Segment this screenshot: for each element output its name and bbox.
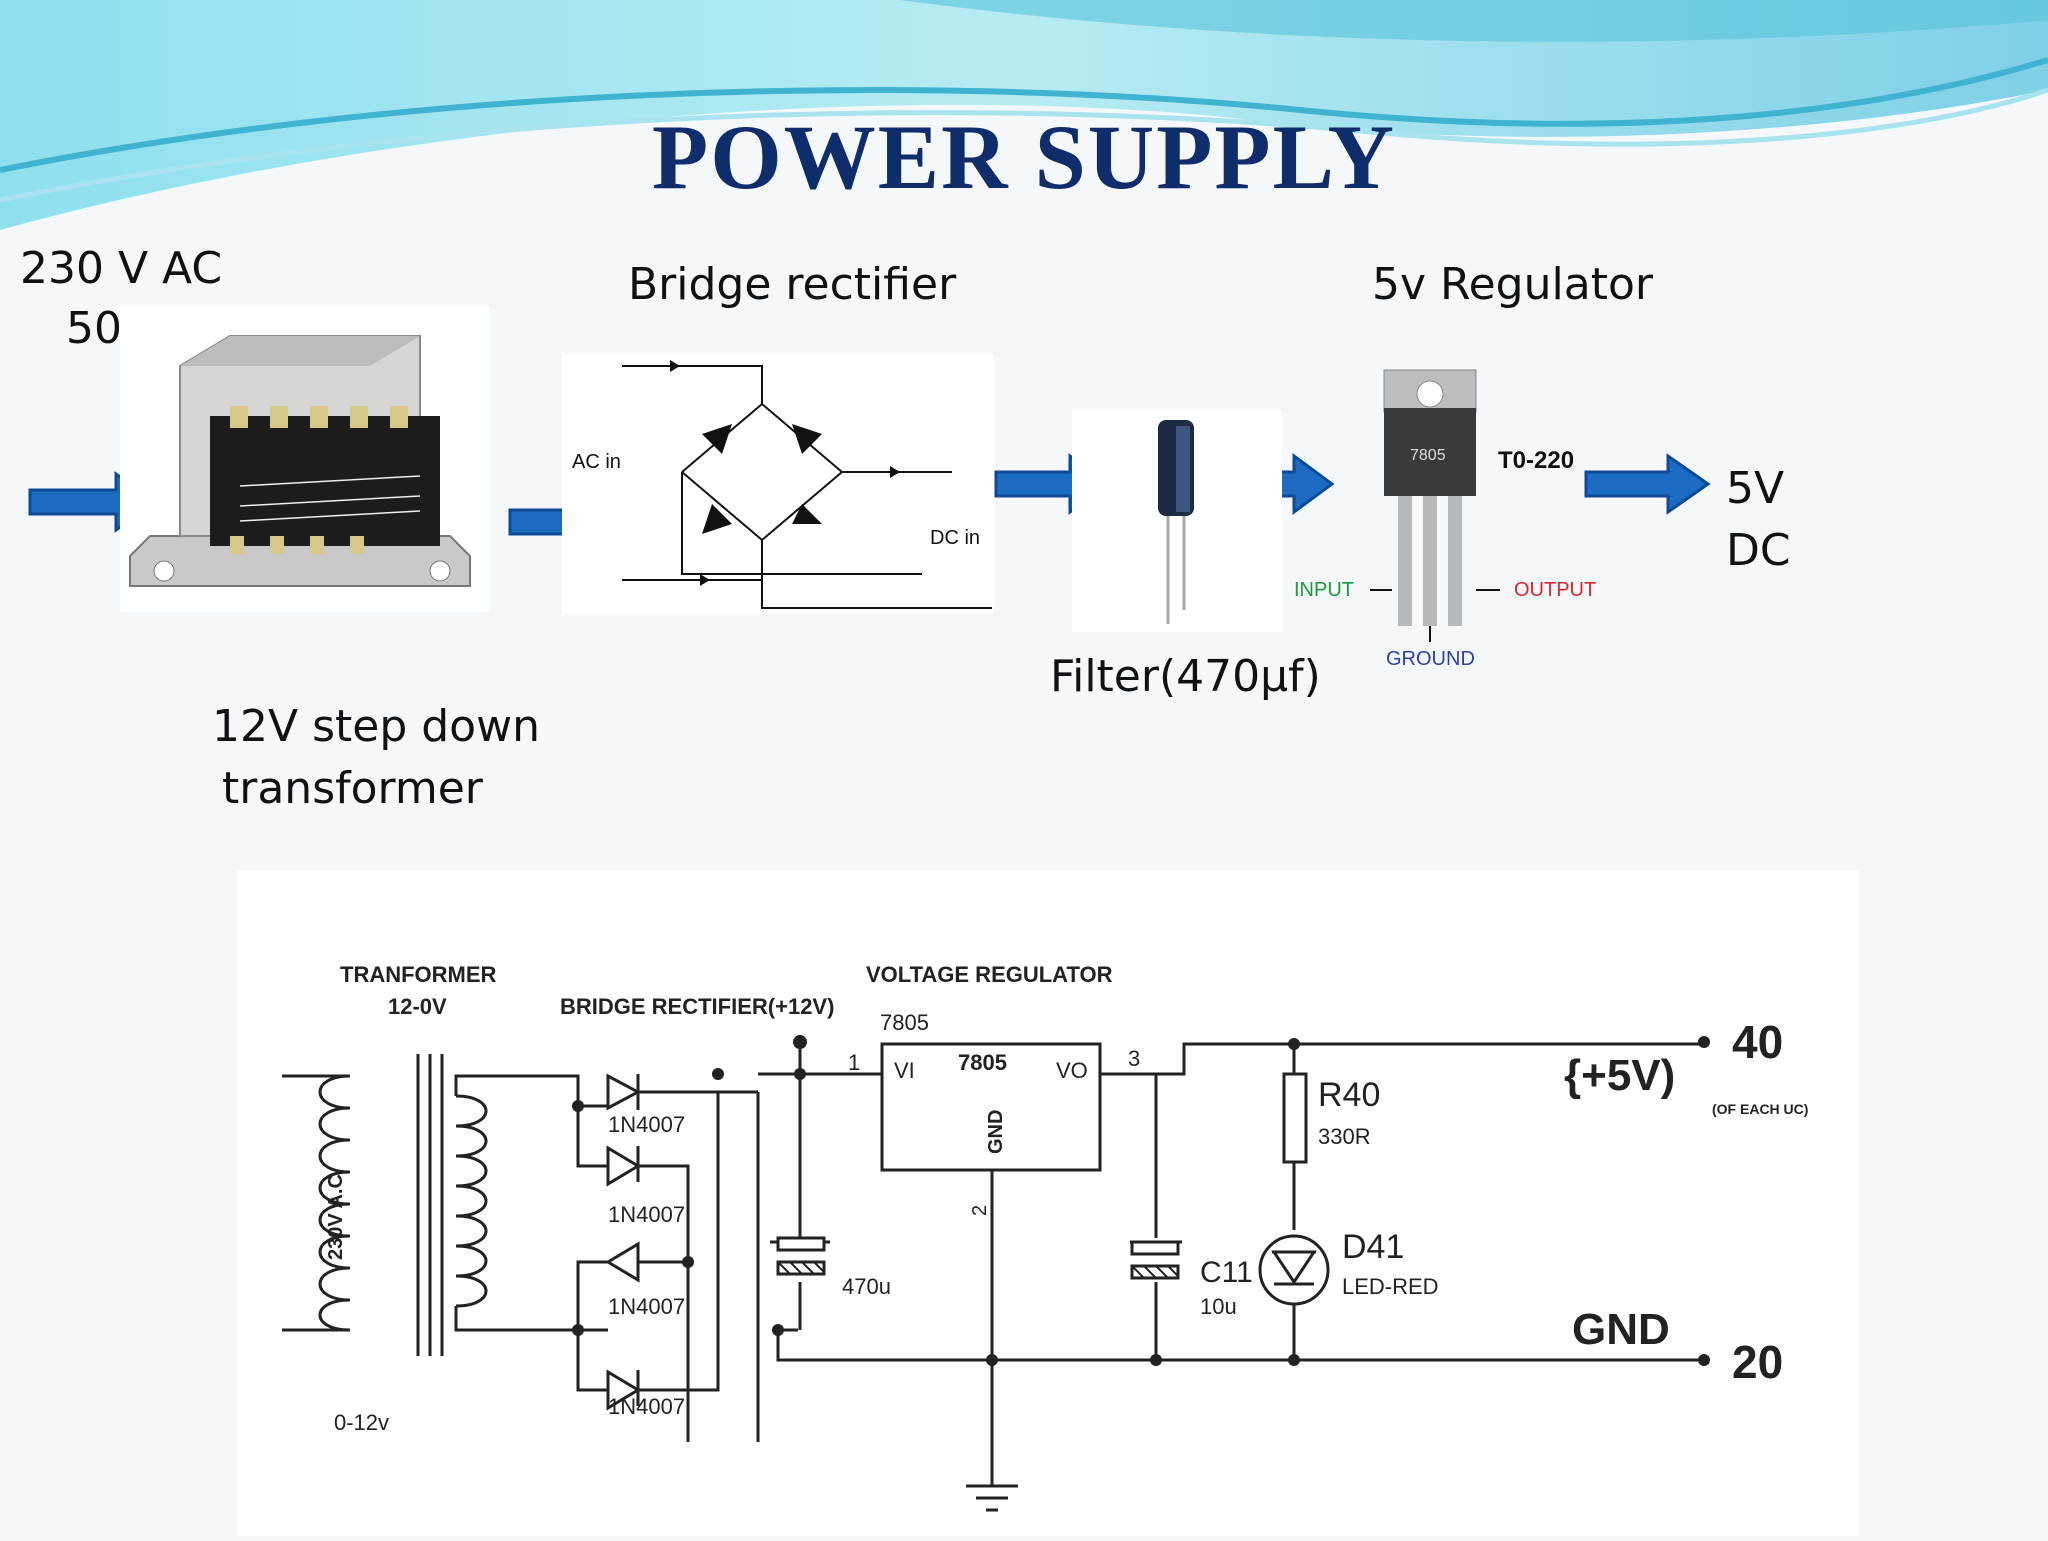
reg-gnd-label: GND (985, 1110, 1007, 1154)
diode-label: 1N4007 (608, 1202, 685, 1227)
d41-value: LED-RED (1342, 1274, 1439, 1299)
diode-label: 1N4007 (608, 1294, 685, 1319)
capacitor-icon (1158, 420, 1194, 624)
ground-pin-label: GROUND (1386, 648, 1475, 670)
regulator-title: VOLTAGE REGULATOR (866, 962, 1113, 987)
output-type-label: DC (1726, 525, 1791, 576)
reg-vo-label: VO (1056, 1058, 1088, 1083)
dc-in-label: DC in (930, 527, 980, 549)
bridge-rectifier-diagram: AC in DC in (572, 360, 992, 609)
input-pin-label: INPUT (1294, 579, 1354, 601)
transformer-title: TRANFORMER (340, 962, 497, 987)
regulator-label: 5v Regulator (1372, 259, 1653, 310)
package-label: T0-220 (1498, 447, 1574, 474)
gnd-label: GND (1572, 1305, 1670, 1354)
r40-value: 330R (1318, 1124, 1371, 1149)
c11-name: C11 (1200, 1256, 1253, 1289)
regulator-chip-text: 7805 (1410, 447, 1446, 464)
filter-label: Filter(470µf) (1050, 651, 1321, 702)
ac-in-label: AC in (572, 451, 621, 473)
bridge-rectifier-image: AC in DC in (562, 354, 994, 614)
transformer-label-line2: transformer (222, 763, 483, 814)
reg-vi-label: VI (894, 1058, 915, 1083)
diode-label: 1N4007 (608, 1112, 685, 1137)
pin2-label: 2 (969, 1205, 991, 1216)
slide-title: POWER SUPPLY (652, 106, 1396, 208)
diode-label: 1N4007 (608, 1394, 685, 1419)
regulator-image: 7805 T0-220 INPUT OUTPUT GROUND (1294, 369, 1596, 670)
pin3-label: 3 (1128, 1046, 1140, 1071)
rectifier-title: BRIDGE RECTIFIER(+12V) (560, 994, 834, 1019)
pin1-label: 1 (848, 1050, 860, 1075)
rectifier-label: Bridge rectifier (628, 259, 957, 310)
input-voltage-label: 230 V AC (20, 243, 223, 294)
plus5v-note: (OF EACH UC) (1712, 1101, 1808, 1117)
output-voltage-label: 5V (1726, 463, 1785, 514)
reg-chip-label: 7805 (958, 1050, 1007, 1075)
transformer-label-line1: 12V step down (212, 701, 540, 752)
pin20-label: 20 (1732, 1336, 1783, 1388)
plus5v-label: {+5V) (1564, 1051, 1675, 1100)
secondary-label: 0-12v (334, 1410, 389, 1435)
schematic-panel: TRANFORMER 12-0V BRIDGE RECTIFIER(+12V) … (238, 870, 1858, 1536)
arrow-icon (1584, 453, 1711, 515)
c11-value: 10u (1200, 1294, 1237, 1319)
filter-cap-label: 470u (842, 1274, 891, 1299)
primary-label: 230V A.C (325, 1174, 347, 1260)
d41-name: D41 (1342, 1228, 1404, 1266)
regulator-part: 7805 (880, 1010, 929, 1035)
power-supply-schematic: TRANFORMER 12-0V BRIDGE RECTIFIER(+12V) … (282, 962, 1808, 1512)
transformer-ratio: 12-0V (388, 994, 447, 1019)
r40-name: R40 (1318, 1076, 1380, 1114)
output-pin-label: OUTPUT (1514, 579, 1596, 601)
pin40-label: 40 (1732, 1016, 1783, 1068)
transformer-icon (129, 335, 471, 587)
filter-capacitor-image (1072, 410, 1282, 632)
transformer-image (120, 306, 490, 612)
